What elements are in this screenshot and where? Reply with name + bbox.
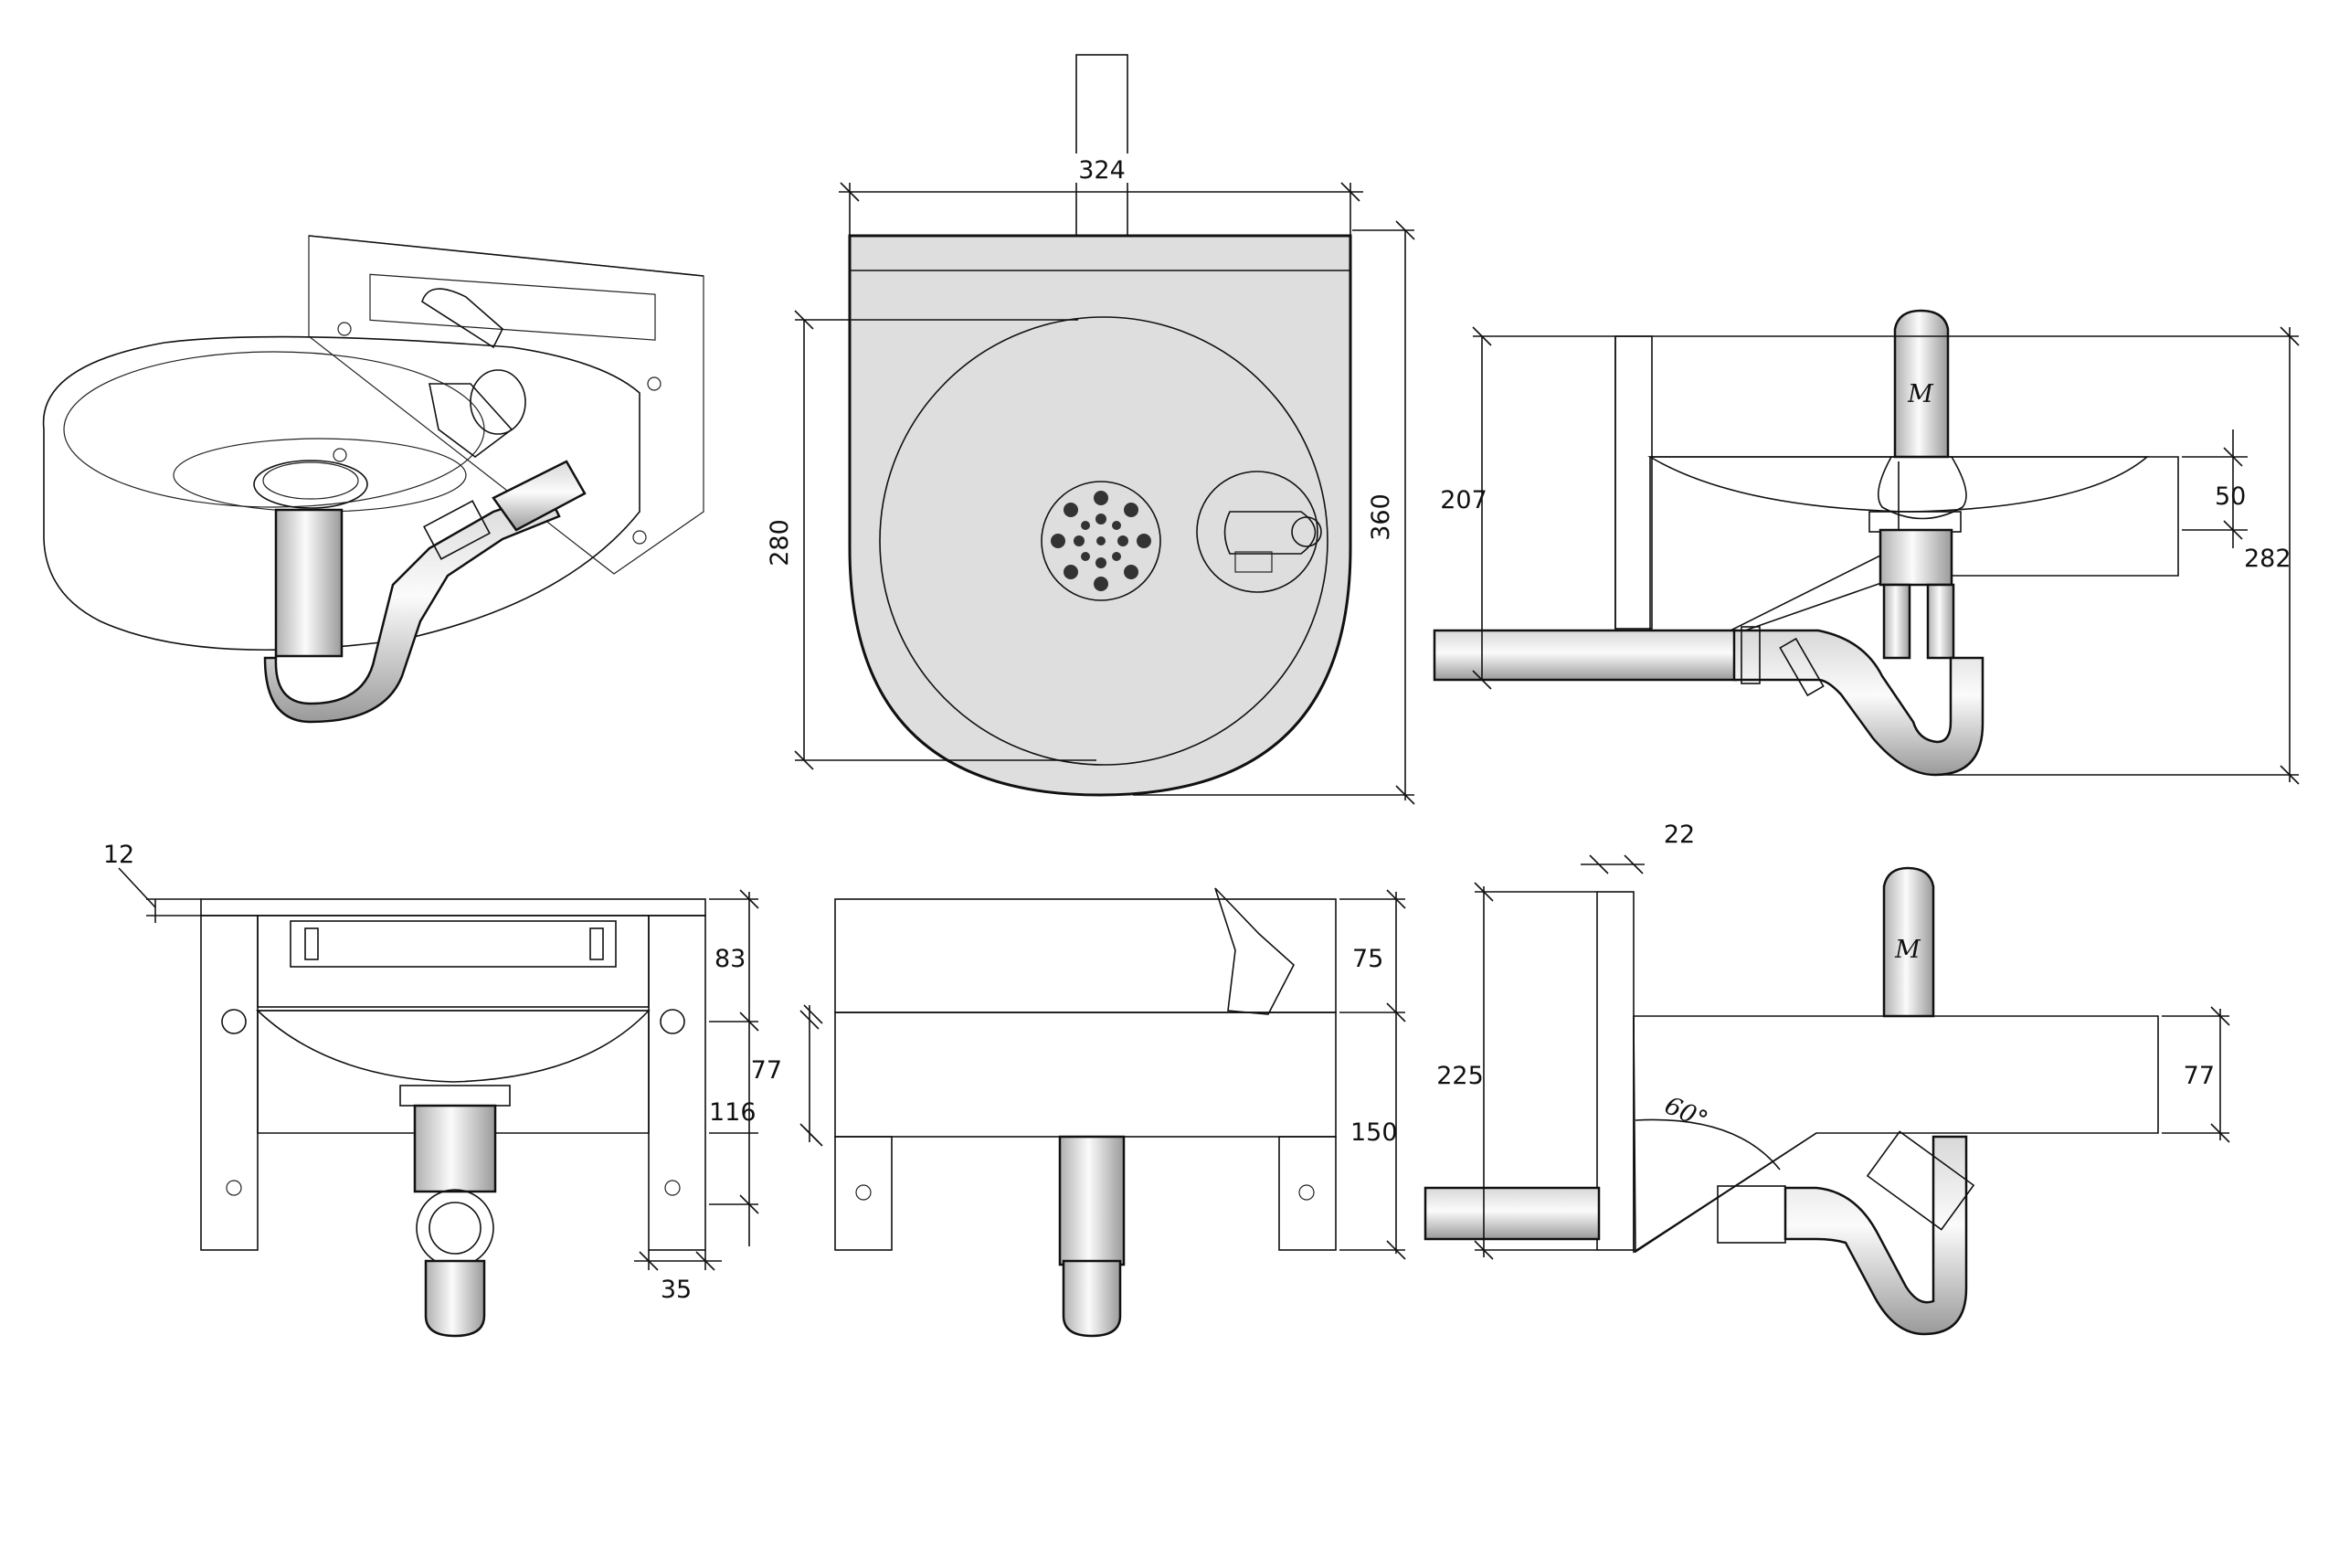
- dim-324: 324: [1078, 156, 1126, 185]
- rear-view: 75 150: [803, 887, 1406, 1338]
- side-view-right: M 207 50 282: [1433, 309, 2300, 785]
- dim-12: 12: [103, 841, 134, 869]
- isometric-view: [42, 235, 704, 724]
- front-view: 12 83 77 116 35: [103, 841, 820, 1338]
- dim-77-left: 77: [2184, 1062, 2215, 1090]
- dim-360: 360: [1367, 493, 1395, 541]
- dim-35: 35: [661, 1276, 692, 1304]
- angle-60: 60°: [1660, 1091, 1711, 1135]
- dim-83: 83: [714, 945, 746, 973]
- side-view-left: M 22 225 77 60°: [1424, 821, 2230, 1336]
- top-dim-lines: [794, 182, 1415, 805]
- front-dim-lines: [118, 867, 820, 1271]
- dim-116: 116: [709, 1098, 757, 1127]
- dim-282: 282: [2244, 545, 2291, 573]
- dim-150: 150: [1350, 1118, 1398, 1147]
- rear-dim-lines: [803, 889, 1406, 1260]
- dim-50: 50: [2215, 482, 2246, 511]
- dim-280: 280: [766, 519, 794, 567]
- dim-77-front: 77: [751, 1056, 782, 1085]
- strainer: [1041, 481, 1161, 601]
- dim-75: 75: [1352, 945, 1383, 973]
- dim-207: 207: [1440, 486, 1487, 514]
- top-view: 324 280 360: [766, 54, 1415, 805]
- svg-text:M: M: [1894, 936, 1921, 964]
- svg-text:M: M: [1907, 380, 1934, 408]
- tap-top: [1196, 471, 1322, 593]
- dim-225: 225: [1436, 1062, 1484, 1090]
- side-dim-lines: [1472, 326, 2300, 785]
- dim-22: 22: [1664, 821, 1695, 849]
- left-dim-lines: [1474, 854, 2230, 1260]
